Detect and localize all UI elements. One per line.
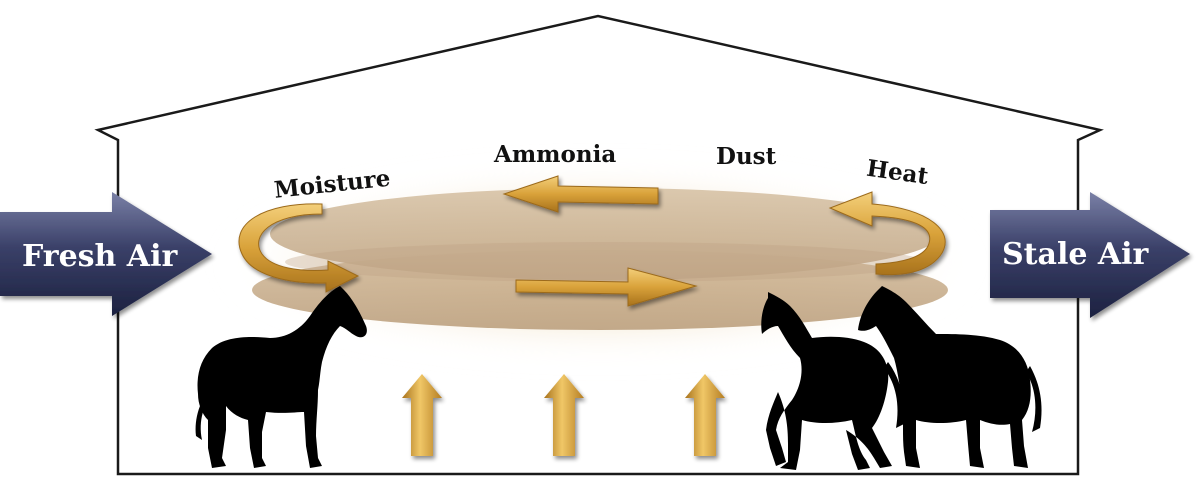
air-layer-shade [285, 242, 925, 282]
fresh-air-label: Fresh Air [22, 239, 178, 274]
rising-heat-arrow-icon [685, 374, 725, 456]
dust-label: Dust [716, 143, 777, 170]
circulation-arrow-bottom-icon [515, 267, 698, 307]
horse-silhouette-icon [195, 286, 367, 468]
fresh-air-arrow-icon [0, 192, 212, 316]
horse-silhouette-icon [761, 292, 905, 470]
stale-air-label: Stale Air [1002, 237, 1150, 272]
barn-outline-icon [94, 14, 1104, 476]
horse-silhouette-icon [858, 286, 1042, 468]
heat-label: Heat [865, 155, 930, 190]
air-layer-upper [270, 188, 940, 280]
circulation-arrow-left-icon [238, 203, 360, 293]
stale-air-arrow-icon [990, 192, 1190, 318]
rising-heat-arrow-icon [544, 374, 584, 456]
circulation-arrow-top-icon [502, 175, 659, 213]
ammonia-label: Ammonia [493, 141, 616, 168]
circulation-arrow-right-icon [828, 191, 946, 276]
rising-heat-arrow-icon [402, 374, 442, 456]
